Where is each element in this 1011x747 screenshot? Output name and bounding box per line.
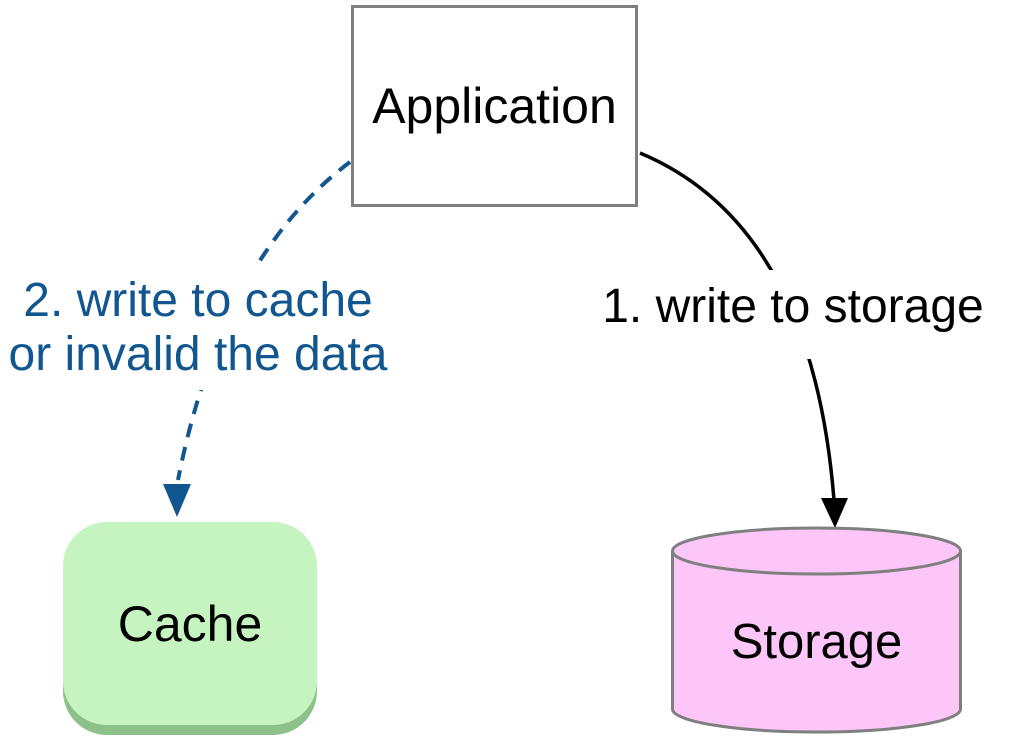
storage-node-label: Storage bbox=[731, 615, 903, 669]
arrowhead-down-blue-icon bbox=[163, 484, 191, 517]
cache-node: Cache bbox=[63, 522, 317, 725]
edge-label-write-cache: 2. write to cache or invalid the data bbox=[0, 266, 398, 390]
edge-label-write-storage-text: 1. write to storage bbox=[602, 280, 984, 333]
application-node: Application bbox=[351, 5, 638, 207]
arrowhead-down-black-icon bbox=[821, 498, 848, 528]
edge-label-write-storage: 1. write to storage bbox=[583, 270, 1003, 359]
storage-cylinder-body bbox=[671, 551, 962, 734]
write-to-cache-arrow bbox=[163, 160, 352, 517]
application-node-label: Application bbox=[372, 78, 617, 134]
edge-label-write-cache-line1: 2. write to cache bbox=[23, 274, 373, 327]
storage-cylinder-top bbox=[671, 526, 962, 576]
edge-label-write-cache-line2: or invalid the data bbox=[8, 328, 388, 381]
cache-node-label: Cache bbox=[117, 595, 263, 652]
storage-node: Storage bbox=[671, 526, 962, 734]
